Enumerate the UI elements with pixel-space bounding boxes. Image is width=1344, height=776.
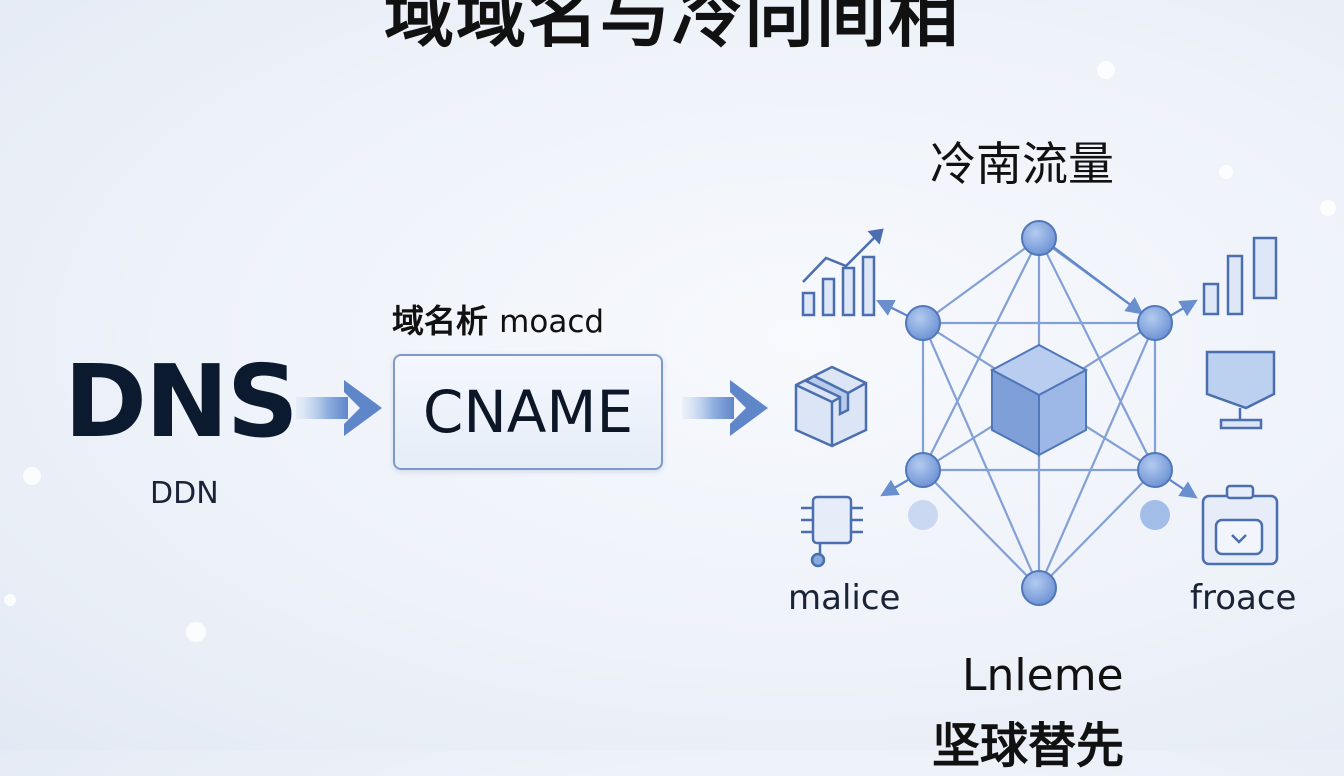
resolver-label-latin: moacd	[499, 304, 605, 340]
main-title: 域域名与冷向间相	[384, 0, 960, 57]
arrow-cname-to-network	[682, 380, 768, 436]
network-footer-cjk: 坚球替先	[932, 718, 1125, 774]
node-top	[1021, 220, 1057, 256]
node-lower-right	[1137, 452, 1173, 488]
faded-nodes	[908, 500, 1170, 530]
network-label-left: malice	[788, 578, 901, 618]
diagram-canvas	[4, 61, 1336, 642]
monitor-icon	[1205, 350, 1276, 430]
network-footer-latin: Lnleme	[962, 650, 1124, 701]
resolver-label: 域名析 moacd	[392, 296, 604, 342]
chip-icon	[801, 495, 863, 568]
bar-chart-up-icon	[801, 228, 884, 317]
network-title: 冷南流量	[930, 137, 1114, 191]
node-upper-right	[1137, 305, 1173, 341]
outward-arrows	[876, 245, 1198, 499]
network-label-right: froace	[1190, 578, 1297, 618]
package-box-icon	[794, 365, 868, 448]
bar-chart-icon	[1202, 236, 1278, 316]
node-lower-left	[905, 452, 941, 488]
node-bottom	[1021, 570, 1057, 606]
node-upper-left	[905, 305, 941, 341]
cname-text: CNAME	[422, 378, 634, 446]
background-sparkles	[4, 61, 1336, 642]
network-nodes	[905, 220, 1173, 606]
cube-icon	[989, 343, 1089, 457]
resolver-label-cjk: 域名析	[392, 302, 489, 340]
arrow-dns-to-cname	[296, 380, 382, 436]
dns-label: DNS	[64, 343, 299, 460]
cname-box: CNAME	[393, 354, 663, 470]
dns-sublabel: DDN	[150, 476, 219, 511]
bag-icon	[1201, 484, 1279, 566]
